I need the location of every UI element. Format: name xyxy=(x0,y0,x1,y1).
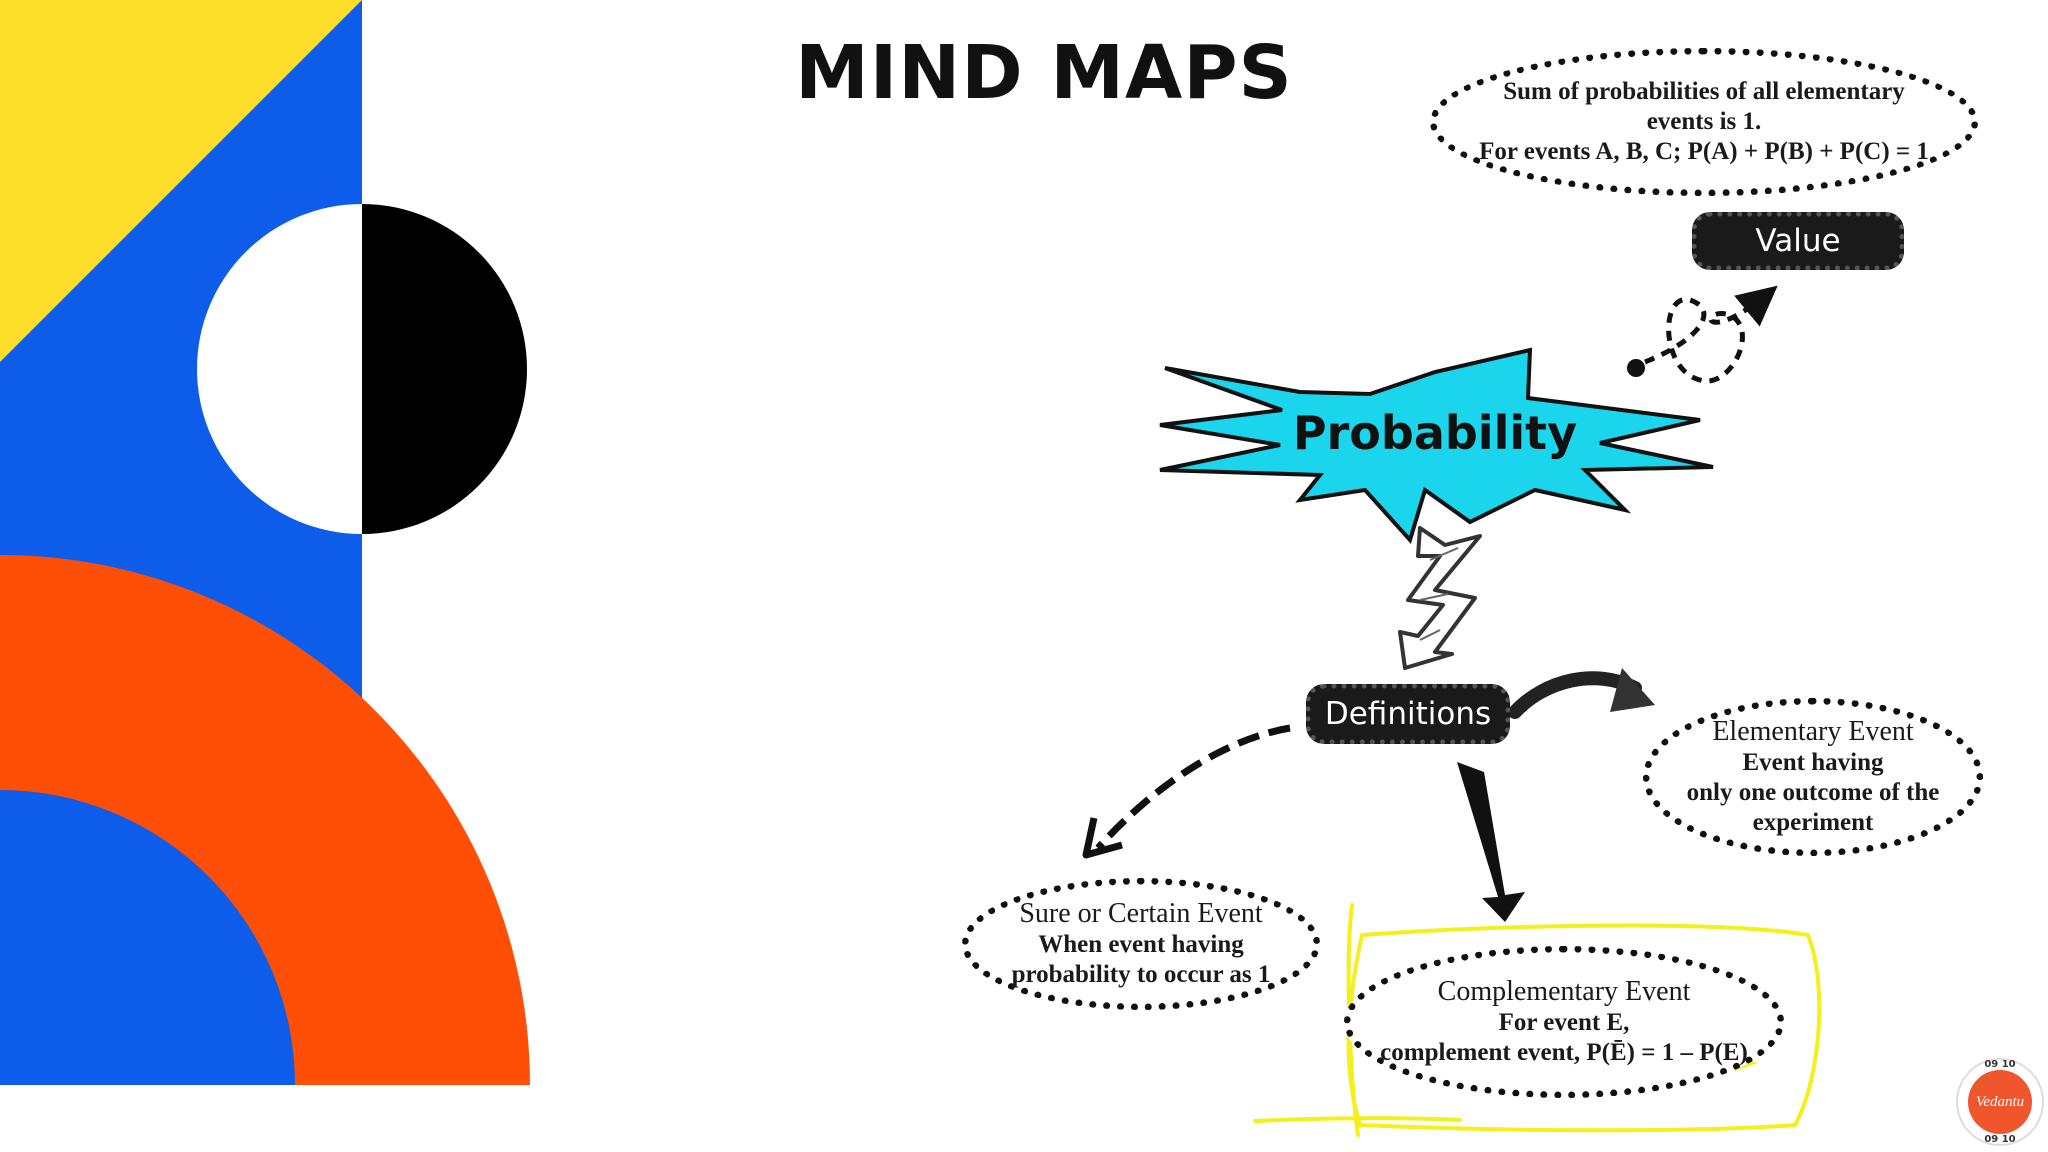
art-black-half-circle xyxy=(362,204,527,534)
vedantu-logo: Vedantu xyxy=(1968,1070,2032,1134)
lightning-arrow xyxy=(1398,526,1482,670)
elementary-event-line: only one outcome of the xyxy=(1686,779,1940,807)
value-note-line: events is 1. xyxy=(1646,108,1762,135)
complementary-event-line: complement event, P(Ē) = 1 – P(E) xyxy=(1380,1039,1748,1067)
vedantu-logo-badge: 09 10 Vedantu 09 10 xyxy=(1956,1058,2044,1146)
value-note-bubble: Sum of probabilities of all elementary e… xyxy=(1430,48,1978,196)
value-tag: Value xyxy=(1692,212,1904,270)
decorative-artwork xyxy=(0,0,530,1085)
sure-event-line: When event having xyxy=(1038,931,1244,959)
elementary-event-title: Elementary Event xyxy=(1712,715,1914,747)
elementary-event-line: experiment xyxy=(1752,809,1874,837)
elementary-connector-arrow xyxy=(1508,668,1655,719)
art-blue-quarter-circle xyxy=(0,790,295,1085)
complementary-event-title: Complementary Event xyxy=(1437,975,1691,1007)
value-note-line: Sum of probabilities of all elementary xyxy=(1503,78,1905,105)
art-yellow-triangle xyxy=(0,0,362,362)
sure-event-line: probability to occur as 1 xyxy=(1011,961,1271,989)
complementary-event-line: For event E, xyxy=(1498,1009,1630,1037)
probability-label: Probability xyxy=(1292,406,1578,460)
definitions-tag: Definitions xyxy=(1306,684,1510,744)
page-title: MIND MAPS xyxy=(795,30,1293,116)
sure-connector-arrow xyxy=(1082,724,1291,859)
art-white-half-circle xyxy=(197,204,362,534)
value-connector-arrow xyxy=(1627,285,1778,384)
probability-starburst xyxy=(1159,347,1714,544)
sure-event-bubble: Sure or Certain Event When event having … xyxy=(962,878,1320,1010)
badge-top-number: 09 10 xyxy=(1984,1059,2016,1070)
complementary-event-bubble: Complementary Event For event E, complem… xyxy=(1344,946,1784,1098)
elementary-event-bubble: Elementary Event Event having only one o… xyxy=(1643,698,1983,856)
complementary-connector-arrow xyxy=(1457,762,1525,922)
elementary-event-line: Event having xyxy=(1742,749,1884,777)
badge-bottom-number: 09 10 xyxy=(1984,1134,2016,1145)
value-note-line: For events A, B, C; P(A) + P(B) + P(C) =… xyxy=(1479,138,1929,165)
sure-event-title: Sure or Certain Event xyxy=(1019,897,1263,929)
